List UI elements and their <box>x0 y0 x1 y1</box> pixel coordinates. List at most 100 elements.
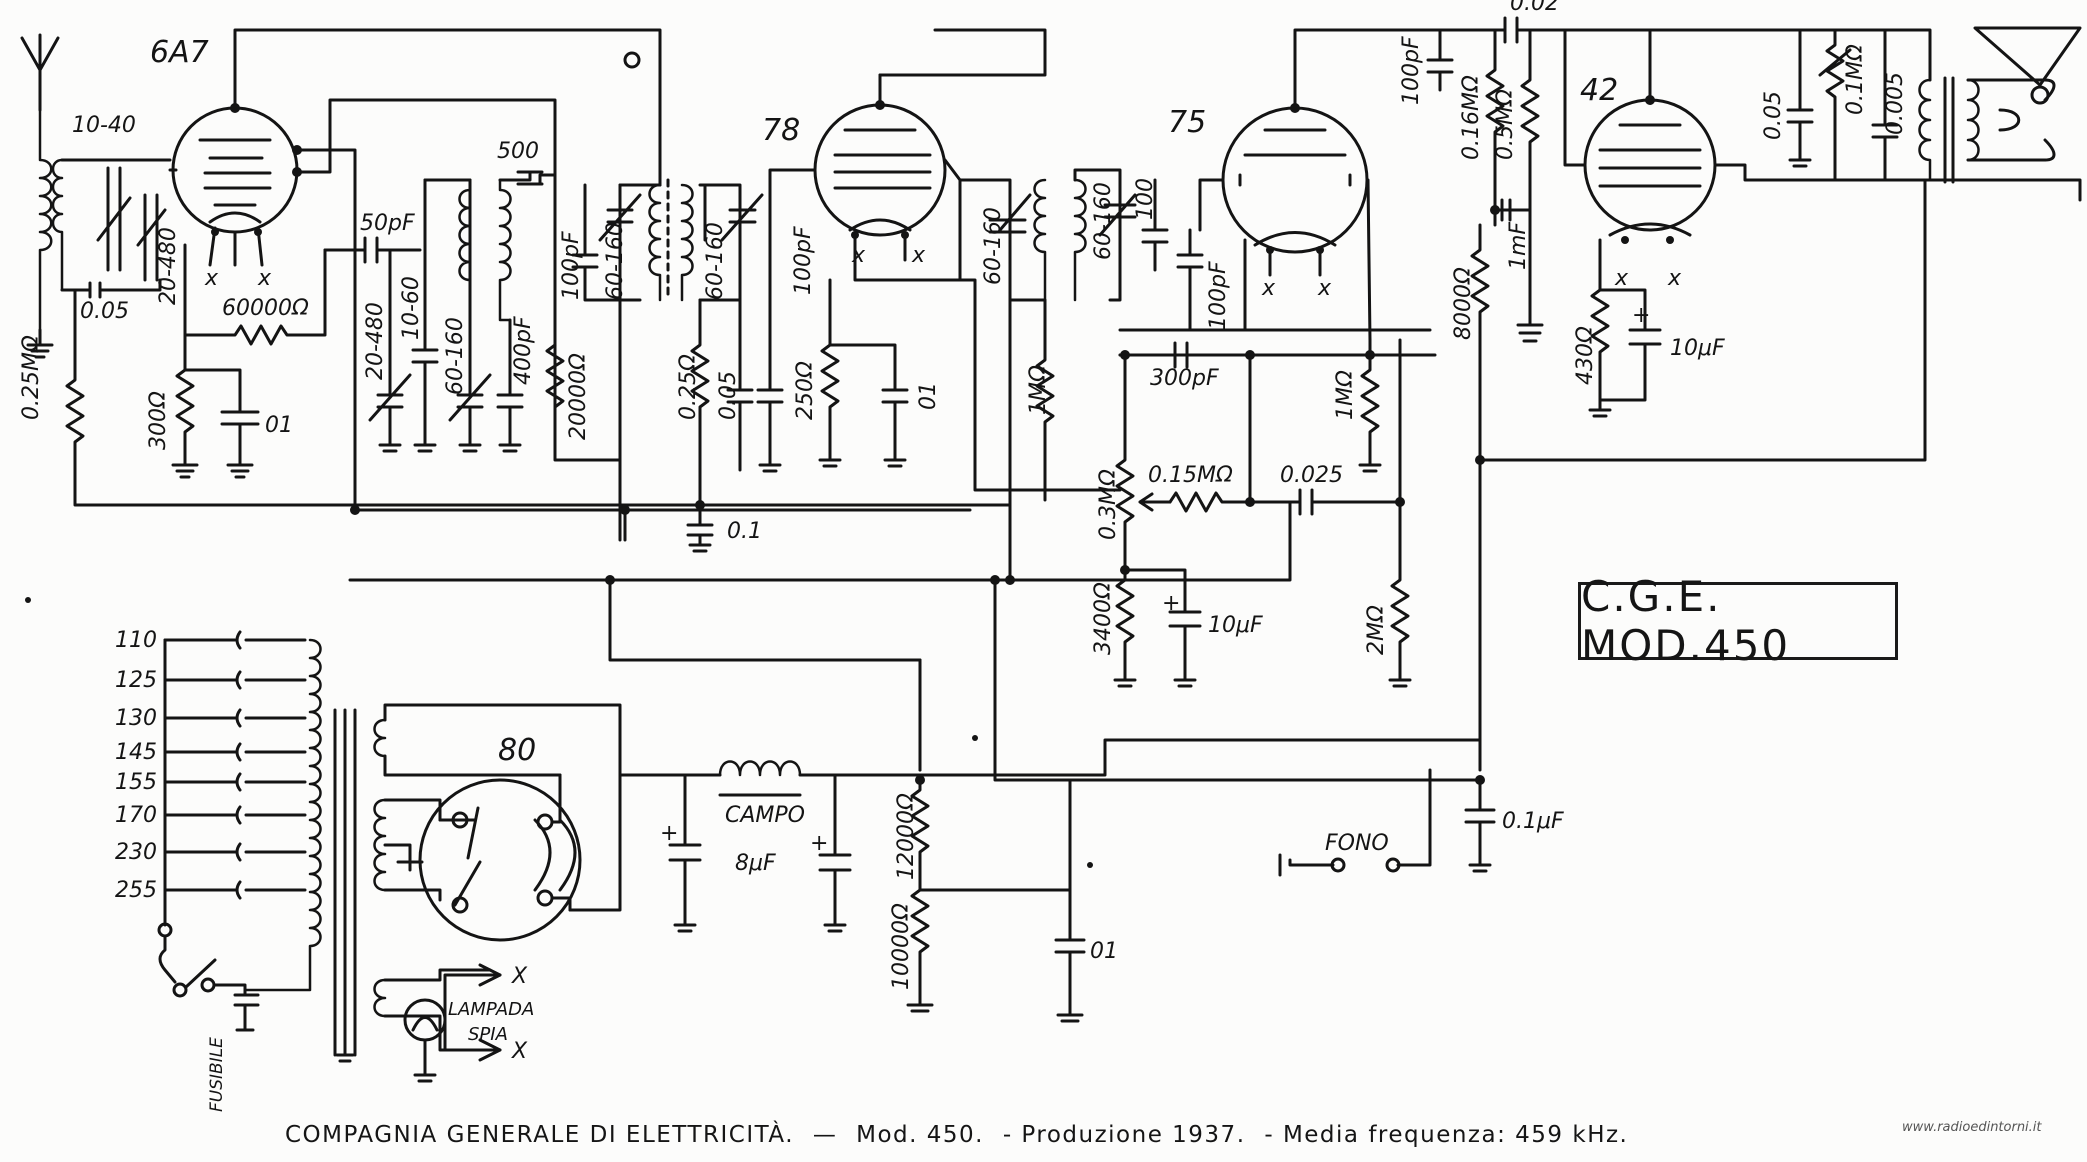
v-255: 255 <box>115 878 157 903</box>
c-100pf-d-label: 100pF <box>1399 36 1424 105</box>
footer-model: Mod. 450. <box>856 1122 984 1148</box>
r-05m <box>1520 28 1540 212</box>
x-g-small: x <box>1614 266 1629 291</box>
c-100pf-c-label: 100pF <box>1206 261 1231 330</box>
lampada-label: LAMPADA <box>448 999 534 1020</box>
footer-if-frequency: - Media frequenza: 459 kHz. <box>1264 1122 1629 1148</box>
tube-75-label: 75 <box>1168 105 1206 140</box>
c-01-c-label: 0.1 <box>727 519 762 544</box>
fuse-switch <box>158 934 260 1032</box>
c-100pf-a-label: 100pF <box>559 231 584 300</box>
c-1mf-label: 1mF <box>1506 222 1531 270</box>
x-h-label: X <box>511 1039 528 1064</box>
x-d-label: x <box>911 243 926 268</box>
c-005b-label: 0.05 <box>716 371 741 420</box>
osc-wiring <box>308 98 557 512</box>
if-transformer-1 <box>571 178 764 542</box>
footer-company: COMPAGNIA GENERALE DI ELETTRICITÀ. <box>285 1122 795 1148</box>
c-100pf-b <box>756 183 784 473</box>
c-005c-label: 0.05 <box>1761 91 1786 140</box>
campo-label: CAMPO <box>725 803 805 828</box>
plus-c: + <box>660 821 678 846</box>
v-230: 230 <box>115 840 157 865</box>
rectifier-80 <box>418 773 582 942</box>
c-10-40-label: 10-40 <box>72 113 136 138</box>
c-8uf-label: 8μF <box>735 851 776 876</box>
c-002-label: 0.02 <box>1510 0 1559 16</box>
c-10uf-b-label: 10μF <box>1670 336 1725 361</box>
c-60-160-d-label: 60-160 <box>981 207 1006 285</box>
c-50pf-label: 50pF <box>360 211 415 236</box>
power-transformer <box>243 638 622 1063</box>
c-300pf-label: 300pF <box>1150 366 1219 391</box>
tuning-capacitor-1 <box>60 158 172 299</box>
antenna-coil <box>26 108 64 359</box>
c-0005-label: 0.005 <box>1883 72 1908 135</box>
output-transformer <box>1883 26 2082 202</box>
c-002 <box>1493 16 1567 62</box>
r-430-label: 430Ω <box>1573 326 1598 385</box>
c-100pf-d <box>1426 28 1454 92</box>
model-title: C.G.E. MOD.450 <box>1581 572 1791 670</box>
tube-42-label: 42 <box>1580 73 1618 108</box>
campo-coil <box>718 760 802 777</box>
tube-75 <box>1198 28 1442 342</box>
r-1m-label: 1MΩ <box>1026 365 1051 415</box>
r-1m-b-label: 1MΩ <box>1333 370 1358 420</box>
c-60-160-a-label: 60-160 <box>443 317 468 395</box>
footer-caption: COMPAGNIA GENERALE DI ELETTRICITÀ. — Mod… <box>285 1122 1638 1148</box>
osc-coil <box>423 170 557 322</box>
c-01uf <box>1464 778 1496 873</box>
c-100pf-b2-label: 100pF <box>791 226 816 295</box>
plus-d: + <box>810 831 828 856</box>
c-01-d-label: 01 <box>1090 939 1118 964</box>
voltage-selector <box>157 630 307 938</box>
model-title-box: C.G.E. MOD.450 <box>1578 572 1898 670</box>
c-10uf-a-label: 10μF <box>1208 613 1263 638</box>
footer-dash: — <box>812 1122 838 1148</box>
c-300pf <box>1118 341 1252 369</box>
x-b-label: x <box>257 266 272 291</box>
r-1m <box>1035 343 1055 502</box>
tube-80-label: 80 <box>498 733 536 768</box>
c-005b <box>726 298 754 472</box>
v-145: 145 <box>115 740 157 765</box>
r-05m-label: 0.5MΩ <box>1493 89 1518 160</box>
c-500-label: 500 <box>497 139 539 164</box>
b-plus-bus <box>798 738 1482 777</box>
fusibile-label: FUSIBILE <box>207 1037 227 1112</box>
r-025-label: 0.25MΩ <box>19 335 44 420</box>
r-01m <box>1818 28 1852 182</box>
footer-production: - Produzione 1937. <box>1002 1122 1246 1148</box>
r-20000-label: 20000Ω <box>566 353 591 440</box>
watermark: www.radioedintorni.it <box>1902 1120 2042 1135</box>
r-12000-label: 12000Ω <box>894 793 919 880</box>
c-01-b <box>828 343 909 468</box>
pilot-lamp <box>403 963 502 1083</box>
r-8000 <box>1470 223 1490 772</box>
plus-b: + <box>1632 303 1650 328</box>
fono-jack-1 <box>1385 857 1401 873</box>
b-plus-rail-right <box>1478 178 1927 462</box>
c-01uf-label: 0.1μF <box>1502 809 1564 834</box>
c-60-160-b-label: 60-160 <box>603 222 628 300</box>
antenna-symbol <box>20 33 60 112</box>
r-60000 <box>183 243 327 346</box>
plus-a: + <box>1162 591 1180 616</box>
v-170: 170 <box>115 803 157 828</box>
x-a-label: x <box>204 266 219 291</box>
v-155: 155 <box>115 770 157 795</box>
c-20-480-b-label: 20-480 <box>363 302 388 380</box>
r-60000-label: 60000Ω <box>222 296 309 321</box>
c-01-b-label: 01 <box>916 382 941 410</box>
rail-1 <box>353 508 972 542</box>
filter-cap-2 <box>818 773 852 933</box>
filter-cap-1 <box>668 773 702 933</box>
r-3400 <box>1113 568 1137 688</box>
r-250-label: 250Ω <box>793 361 818 420</box>
chassis-mark <box>623 51 641 69</box>
r-430 <box>1588 238 1612 418</box>
r-025b-label: 0.25Ω <box>676 354 701 420</box>
c-10-60-label: 10-60 <box>399 276 424 340</box>
c-20-480-a-label: 20-480 <box>156 227 181 305</box>
